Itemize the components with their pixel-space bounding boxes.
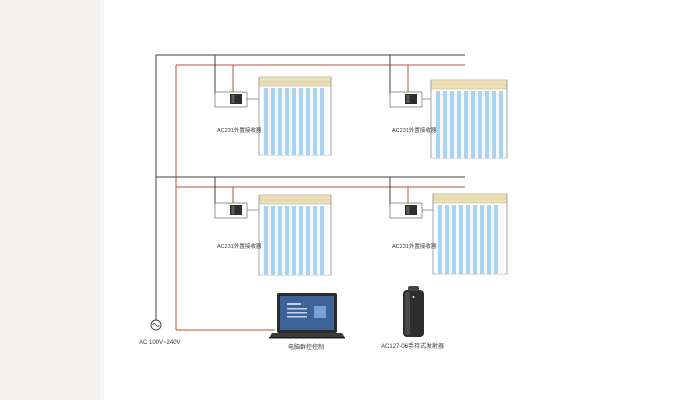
laptop-screen-ui	[287, 303, 326, 318]
receiver-module-shine	[231, 206, 235, 214]
curtain-fabric	[262, 206, 328, 275]
remote: AC127-06手持式发射器	[381, 286, 444, 350]
curtain-fabric	[436, 205, 504, 274]
receiver-label: AC231外置接收器	[392, 242, 437, 250]
remote-top-cap	[408, 286, 419, 291]
receiver-module	[230, 94, 242, 104]
curtain-rail	[430, 79, 508, 90]
remote-body-highlight	[405, 292, 410, 335]
ac-wave	[152, 323, 160, 327]
curtain-fabric	[434, 91, 504, 158]
receiver-module-shine	[406, 95, 410, 103]
curtain-unit: AC231外置接收器	[214, 55, 332, 156]
page-shadow-inner	[100, 0, 104, 400]
receiver-module-shine	[231, 95, 235, 103]
remote-led	[412, 296, 415, 298]
receiver-module	[405, 94, 417, 104]
ac-source-label: AC 100V~240V	[139, 340, 181, 346]
receiver-label: AC231外置接收器	[392, 126, 437, 134]
curtain-rail	[432, 193, 508, 204]
ac-source: AC 100V~240V	[139, 319, 181, 346]
receiver-label: AC231外置接收器	[217, 126, 262, 134]
page-shadow	[0, 0, 100, 400]
bus-lines	[155, 54, 465, 331]
curtain-rail	[258, 194, 332, 205]
remote-label: AC127-06手持式发射器	[381, 342, 444, 350]
curtain-unit: AC231外置接收器	[214, 177, 332, 276]
receiver-label: AC231外置接收器	[217, 242, 262, 250]
receiver-module	[230, 205, 242, 215]
receiver-module	[405, 205, 417, 215]
curtain-fabric	[262, 88, 328, 155]
curtain-rail	[258, 76, 332, 87]
laptop-label: 电脑群控控制	[288, 343, 324, 351]
laptop-base	[269, 333, 345, 338]
curtain-unit: AC231外置接收器	[389, 55, 508, 159]
laptop: 电脑群控控制	[269, 293, 345, 351]
receiver-module-shine	[406, 206, 410, 214]
laptop-base-edge	[269, 337, 345, 339]
curtain-unit: AC231外置接收器	[389, 177, 508, 275]
